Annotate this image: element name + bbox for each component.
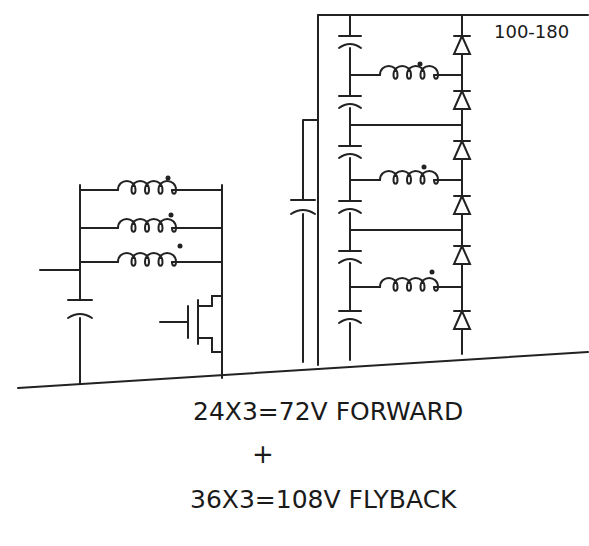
capacitor-plate [339, 145, 361, 147]
inductor-symbol [118, 219, 176, 232]
capacitor-plate [339, 35, 361, 37]
capacitor-plate [339, 250, 361, 252]
capacitor-plate [339, 95, 361, 97]
diode-symbol [454, 311, 470, 329]
flyback-voltage-note: 36X3=108V FLYBACK [190, 486, 456, 514]
wires [18, 15, 588, 388]
capacitor-plate [339, 104, 361, 108]
inductor-symbol [380, 171, 438, 184]
capacitor-plate [339, 154, 361, 158]
capacitor-plate [339, 44, 361, 48]
inductor-symbol [118, 181, 176, 194]
capacitor-plate [339, 209, 361, 213]
diode-symbol [454, 196, 470, 214]
capacitor-plate [339, 200, 361, 202]
polarity-dots [166, 62, 435, 275]
diode-symbol [454, 141, 470, 159]
capacitor-plate [339, 319, 361, 323]
components [68, 36, 470, 329]
diode-symbol [454, 246, 470, 264]
capacitor-plate [339, 310, 361, 312]
inductor-symbol [380, 278, 438, 291]
capacitor-plate [68, 314, 92, 318]
inductor-symbol [380, 66, 438, 79]
inductor-symbol [118, 253, 176, 266]
voltage-range: 100-180 [494, 22, 569, 42]
capacitor-plate [68, 299, 92, 301]
capacitor-plate [291, 199, 315, 201]
capacitor-plate [339, 259, 361, 263]
plus-sign: + [252, 440, 274, 469]
capacitor-plate [291, 210, 315, 214]
diode-symbol [454, 36, 470, 54]
diode-symbol [454, 91, 470, 109]
forward-voltage-note: 24X3=72V FORWARD [193, 398, 463, 426]
